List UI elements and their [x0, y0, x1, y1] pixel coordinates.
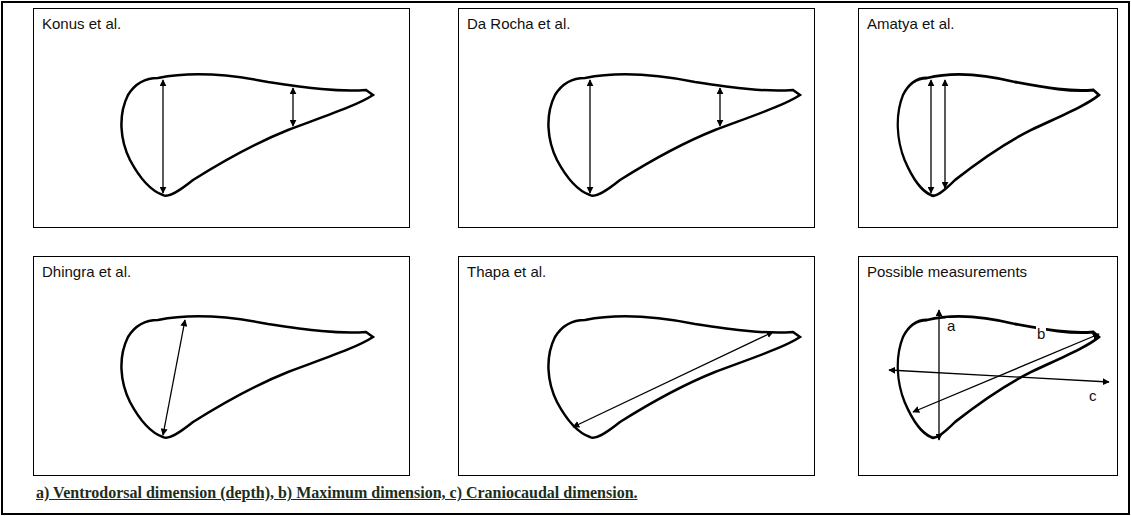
- figure-panel: Da Rocha et al.: [458, 8, 815, 228]
- measurement-letter: b: [1036, 326, 1046, 342]
- measurement-arrows: [163, 80, 1109, 440]
- measurement-letter: a: [946, 318, 956, 334]
- figure-panel: Dhingra et al.: [33, 256, 410, 476]
- figure-panel: Possible measurements: [858, 256, 1118, 476]
- measurement-letter: c: [1088, 388, 1098, 404]
- panel-title: Konus et al.: [42, 15, 121, 32]
- panel-title: Amatya et al.: [867, 15, 955, 32]
- panel-title: Da Rocha et al.: [467, 15, 570, 32]
- panel-title: Possible measurements: [867, 263, 1027, 280]
- panel-title: Thapa et al.: [467, 263, 546, 280]
- figure-caption: a) Ventrodorsal dimension (depth), b) Ma…: [36, 484, 638, 502]
- figure-panel: Konus et al.: [33, 8, 410, 228]
- figure-panel: Amatya et al.: [858, 8, 1118, 228]
- figure-panel: Thapa et al.: [458, 256, 815, 476]
- panel-title: Dhingra et al.: [42, 263, 131, 280]
